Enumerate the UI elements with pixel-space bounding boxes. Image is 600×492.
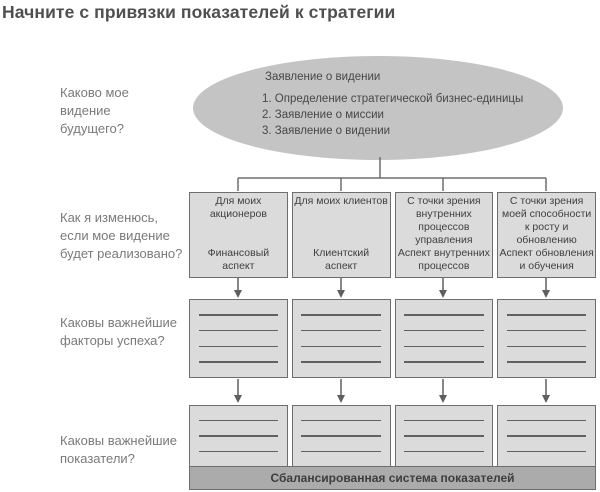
arrowheads-to-indicators bbox=[234, 395, 550, 403]
perspective-box-customer: Для моих клиентов Клиентский аспект bbox=[291, 192, 391, 278]
write-in-line bbox=[198, 419, 279, 422]
arrows-to-indicators bbox=[237, 379, 547, 396]
indicators-cell bbox=[394, 405, 494, 467]
perspective-audience: С точки зрения моей способности к росту … bbox=[502, 195, 592, 246]
success-factors-cell bbox=[394, 299, 494, 378]
question-indicators: Каковы важнейшие показатели? bbox=[60, 433, 178, 466]
write-in-line bbox=[506, 435, 587, 437]
write-in-line bbox=[506, 314, 587, 316]
arrowheads-to-factors bbox=[234, 290, 550, 298]
perspective-audience: Для моих клиентов bbox=[294, 195, 388, 207]
vision-item-1: 1. Определение стратегической бизнес-еди… bbox=[262, 93, 524, 105]
scorecard-footer-bar: Сбалансированная система показателей bbox=[189, 466, 596, 490]
success-factors-row bbox=[189, 299, 596, 378]
perspective-aspect: Аспект внутренних процессов bbox=[397, 247, 490, 272]
write-in-line bbox=[301, 450, 381, 453]
question-change: Как я изменюсь, если мое видение будет р… bbox=[60, 210, 183, 261]
perspective-box-learning-growth: С точки зрения моей способности к росту … bbox=[497, 192, 596, 278]
vision-statement-content: Заявление о видении 1. Определение страт… bbox=[193, 56, 563, 139]
question-success-factors: Каковы важнейшие факторы успеха? bbox=[60, 315, 178, 348]
down-arrowhead-icon bbox=[234, 395, 242, 403]
write-in-line bbox=[301, 435, 381, 437]
perspective-box-financial: Для моих акционеров Финансовый аспект bbox=[189, 192, 288, 278]
write-in-line bbox=[198, 361, 279, 363]
indicators-row bbox=[189, 405, 596, 467]
question-vision: Каково мое видение будущего? bbox=[60, 85, 129, 136]
perspective-audience: Для моих акционеров bbox=[209, 195, 267, 220]
perspective-aspect: Аспект обновления и обучения bbox=[499, 247, 594, 272]
vision-item-3: 3. Заявление о видении bbox=[262, 125, 391, 137]
write-in-line bbox=[404, 435, 484, 437]
success-factors-cell bbox=[497, 299, 596, 378]
write-in-line bbox=[301, 361, 381, 363]
write-in-line bbox=[198, 329, 279, 332]
write-in-line bbox=[404, 419, 484, 422]
scorecard-footer-label: Сбалансированная система показателей bbox=[270, 471, 515, 485]
perspective-box-internal-processes: С точки зрения внутренних процессов упра… bbox=[394, 192, 494, 278]
vision-item-2: 2. Заявление о миссии bbox=[262, 109, 384, 121]
down-arrowhead-icon bbox=[337, 395, 345, 403]
write-in-line bbox=[198, 450, 279, 453]
write-in-line bbox=[301, 345, 381, 348]
write-in-line bbox=[198, 435, 279, 437]
write-in-line bbox=[506, 361, 587, 363]
down-arrowhead-icon bbox=[234, 290, 242, 298]
write-in-line bbox=[198, 314, 279, 316]
indicators-cell bbox=[189, 405, 288, 467]
down-arrowhead-icon bbox=[542, 395, 550, 403]
indicators-cell bbox=[291, 405, 391, 467]
write-in-line bbox=[506, 450, 587, 453]
perspective-audience: С точки зрения внутренних процессов упра… bbox=[407, 195, 481, 246]
write-in-line bbox=[404, 314, 484, 316]
write-in-line bbox=[404, 450, 484, 453]
down-arrowhead-icon bbox=[439, 395, 447, 403]
vision-statement-ellipse: Заявление о видении 1. Определение страт… bbox=[193, 56, 563, 160]
down-arrowhead-icon bbox=[337, 290, 345, 298]
perspective-aspect: Финансовый аспект bbox=[207, 247, 270, 272]
write-in-line bbox=[404, 361, 484, 363]
indicators-cell bbox=[497, 405, 596, 467]
write-in-line bbox=[198, 345, 279, 348]
perspective-aspect: Клиентский аспект bbox=[313, 247, 370, 272]
success-factors-cell bbox=[291, 299, 391, 378]
write-in-line bbox=[506, 329, 587, 332]
page-title: Начните с привязки показателей к стратег… bbox=[2, 2, 396, 22]
write-in-line bbox=[301, 419, 381, 422]
down-arrowhead-icon bbox=[542, 290, 550, 298]
write-in-line bbox=[506, 345, 587, 348]
down-arrowhead-icon bbox=[439, 290, 447, 298]
write-in-line bbox=[301, 329, 381, 332]
perspectives-row: Для моих акционеров Финансовый аспект Дл… bbox=[189, 192, 596, 278]
write-in-line bbox=[301, 314, 381, 316]
vision-heading: Заявление о видении bbox=[265, 71, 381, 83]
write-in-line bbox=[404, 329, 484, 332]
elbow-connector bbox=[237, 157, 547, 191]
success-factors-cell bbox=[189, 299, 288, 378]
write-in-line bbox=[404, 345, 484, 348]
write-in-line bbox=[506, 419, 587, 422]
